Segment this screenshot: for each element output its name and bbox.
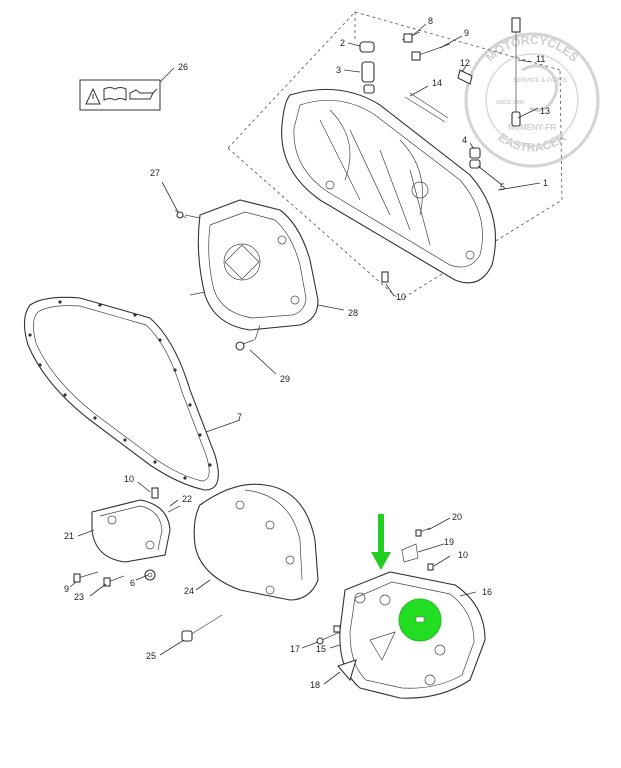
label-11: 11 (536, 54, 545, 64)
label-28: 28 (348, 308, 358, 318)
label-4: 4 (462, 135, 467, 145)
watermark-line-4: NOMENY-FR (508, 123, 556, 132)
watermark-line-1: MOTORCYCLES (483, 33, 581, 65)
label-20: 20 (452, 512, 462, 522)
watermark-stamp: MOTORCYCLES EASTRACER SERVICE & PARTS SI… (464, 32, 600, 168)
label-26: 26 (178, 62, 188, 72)
label-29: 29 (280, 374, 290, 384)
label-9-upper: 9 (464, 28, 469, 38)
small-cover-part (91, 487, 181, 563)
bolt-23 (103, 575, 125, 587)
label-15: 15 (316, 644, 326, 654)
warning-triangle-icon (85, 87, 101, 105)
label-17: 17 (290, 644, 300, 654)
label-18: 18 (310, 680, 320, 690)
label-13: 13 (540, 106, 550, 116)
label-8: 8 (428, 16, 433, 26)
label-27: 27 (150, 168, 160, 178)
part-labels: 1 2 3 4 5 6 7 8 9 9 10 10 10 11 12 13 14… (64, 16, 550, 690)
label-10-left: 10 (124, 474, 134, 484)
clutch-cover-part (193, 483, 319, 601)
label-10-right: 10 (458, 550, 468, 560)
label-22: 22 (182, 494, 192, 504)
label-1: 1 (543, 178, 548, 188)
label-6: 6 (130, 578, 135, 588)
label-24: 24 (184, 586, 194, 596)
label-25: 25 (146, 651, 156, 661)
label-3: 3 (336, 65, 341, 75)
label-7: 7 (237, 412, 242, 422)
label-16: 16 (482, 587, 492, 597)
watermark-line-5: EASTRACER (496, 130, 569, 155)
label-5: 5 (500, 182, 505, 192)
small-hardware-group (359, 17, 521, 283)
gasket-part (23, 296, 219, 491)
leader-lines (69, 23, 541, 685)
stator-plate-part (184, 199, 319, 341)
sprocket-cover-part (339, 571, 486, 699)
screw-27 (174, 209, 187, 219)
watermark-line-3: SINCE 1989 (496, 100, 524, 106)
warning-symbols-box (79, 79, 161, 111)
label-12: 12 (460, 58, 470, 68)
label-2: 2 (340, 38, 345, 48)
watermark-line-2: SERVICE & PARTS (513, 78, 567, 84)
indicator-arrow-icon (371, 514, 391, 570)
label-19: 19 (444, 537, 454, 547)
washer-6 (144, 569, 156, 581)
small-parts-lower-right (316, 527, 434, 682)
cobra-logo-icon (521, 64, 558, 112)
bolt-9-lower (73, 571, 99, 583)
gasket-bolt-holes (28, 300, 212, 480)
oil-can-icon (129, 89, 154, 100)
screw-29 (235, 339, 255, 351)
label-23: 23 (74, 592, 84, 602)
bolt-25 (181, 614, 223, 642)
label-21: 21 (64, 531, 74, 541)
outer-cover-part (281, 88, 497, 284)
label-14: 14 (432, 78, 442, 88)
label-10-upper: 10 (396, 292, 406, 302)
label-9-lower: 9 (64, 584, 69, 594)
manual-book-icon (103, 87, 127, 101)
